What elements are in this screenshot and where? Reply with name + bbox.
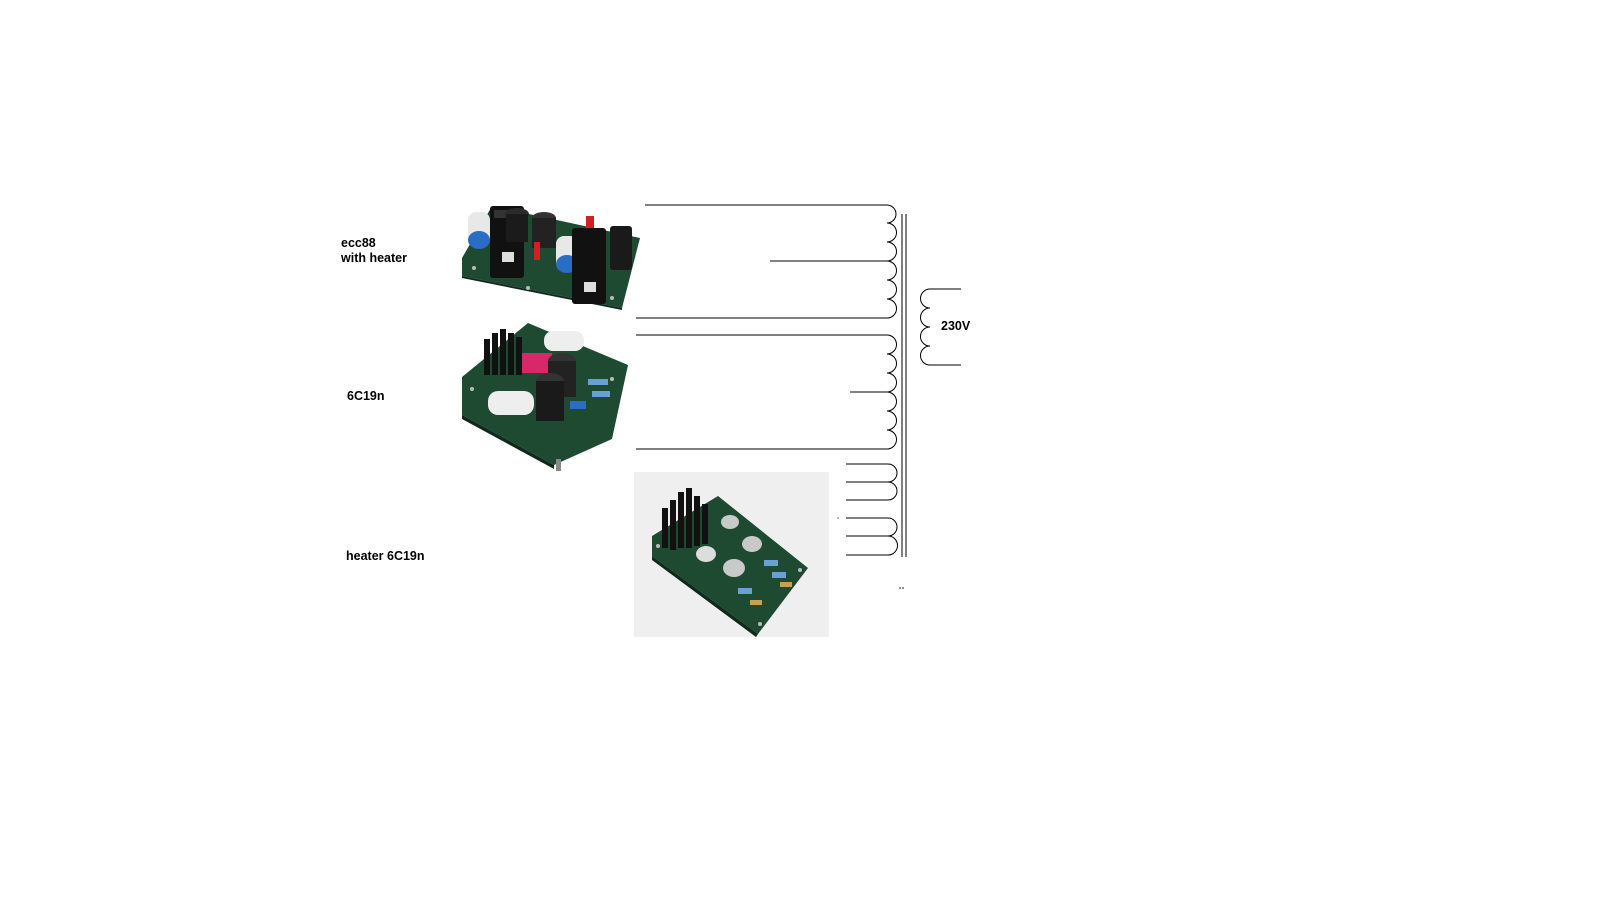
board2-label: 6C19n: [347, 389, 385, 403]
primary-voltage-label: 230V: [941, 319, 971, 333]
6c19n-board-photo: [462, 323, 628, 471]
board1-label-line1: ecc88: [341, 236, 376, 250]
board1-label: ecc88 with heater: [341, 236, 407, 266]
ecc88-board-photo: [462, 206, 640, 310]
primary-winding: [920, 288, 961, 366]
stray-dot-1: [899, 587, 901, 589]
board3-label: heater 6C19n: [346, 549, 425, 563]
stray-dot-3: [837, 517, 839, 519]
stray-dot-2: [902, 587, 904, 589]
heater-board-photo: [634, 472, 829, 637]
board1-label-line2: with heater: [341, 251, 407, 265]
